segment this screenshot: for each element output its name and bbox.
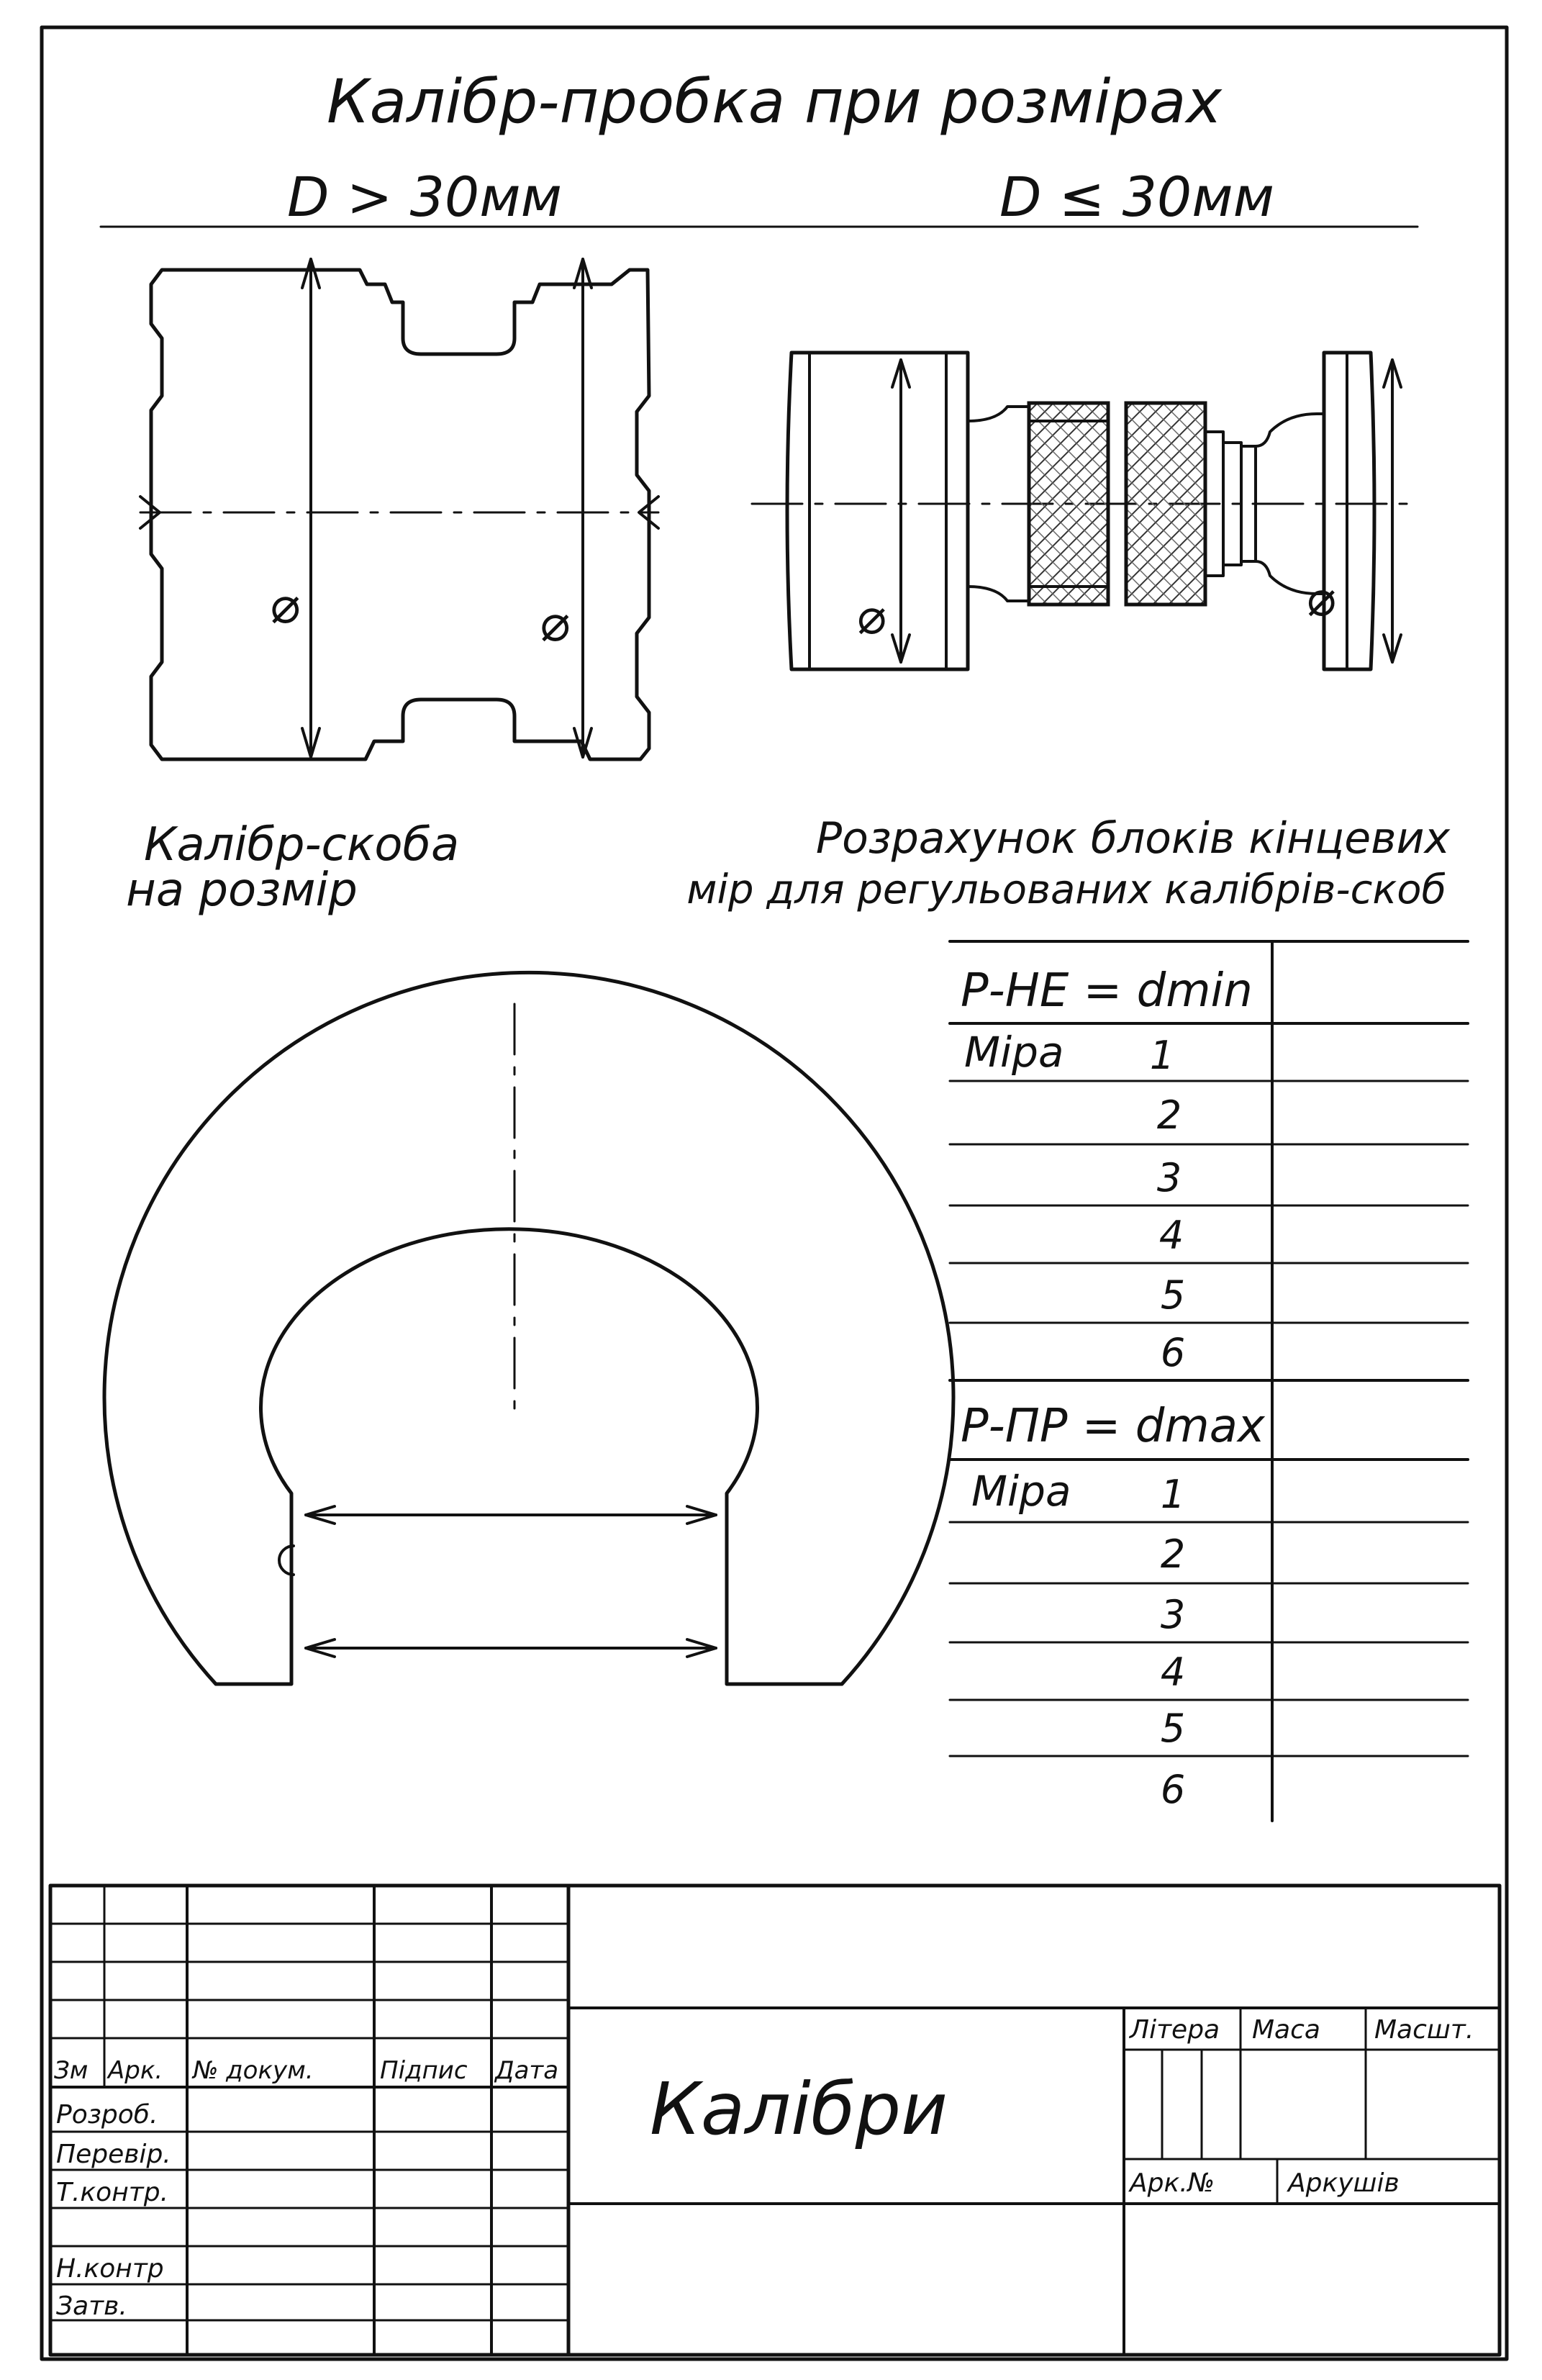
condition-left: D > 30мм: [287, 165, 562, 229]
calc-measure-label: Міра: [971, 1467, 1071, 1516]
diameter-symbol: ⌀: [539, 594, 569, 653]
diameter-symbol: ⌀: [856, 589, 886, 646]
snap-gauge-caption: Калібр-скоба: [144, 818, 459, 872]
diameter-symbol: ⌀: [1306, 571, 1335, 628]
calc-table: Р-НЕ = dmin Міра 1 2 3 4 5 6 Р-ПР = dmax…: [948, 940, 1469, 1822]
title-block-role: Перевір.: [56, 2140, 171, 2169]
plug-gauge-small-insert-right: [1124, 401, 1207, 607]
title-block-header: Підпис: [380, 2056, 468, 2085]
header-title: Калібр-пробка при розмірах: [327, 66, 1223, 137]
calc-row-number: 1: [1161, 1472, 1185, 1517]
calc-row-number: 1: [1150, 1033, 1174, 1078]
calc-row-number: 3: [1161, 1592, 1185, 1637]
title-block-role: Затв.: [56, 2291, 127, 2321]
plug-gauge-small-left-handle: [785, 350, 970, 671]
calc-measure-label: Міра: [964, 1028, 1064, 1077]
title-block-header: Зм: [54, 2056, 88, 2085]
plug-gauge-small-insert-left: [1027, 401, 1110, 607]
sheet-label: Арк.№: [1128, 2168, 1215, 2198]
calc-row-number: 5: [1161, 1272, 1185, 1318]
sheets-label: Аркушів: [1287, 2168, 1400, 2198]
scale-label: Масшт.: [1374, 2015, 1474, 2045]
calc-formula-max: Р-ПР = dmax: [961, 1400, 1266, 1453]
plug-gauge-large: ⌀ ⌀: [139, 258, 660, 761]
title-block-role: Розроб.: [56, 2100, 158, 2130]
snap-gauge-notch: [278, 1544, 295, 1576]
plug-gauge-small: ⌀ ⌀: [750, 350, 1412, 671]
title-block-role: Н.контр: [56, 2254, 164, 2284]
calc-row-number: 4: [1161, 1650, 1185, 1695]
title-block-header: № докум.: [191, 2056, 314, 2085]
drawing-title: Калібри: [650, 2067, 948, 2151]
calc-caption-2: мір для регульованих калібрів-скоб: [686, 867, 1446, 913]
calc-formula-min: Р-НЕ = dmin: [961, 964, 1253, 1018]
calc-row-number: 2: [1157, 1092, 1182, 1138]
title-block-role: Т.контр.: [56, 2178, 168, 2207]
plug-gauge-small-right-handle: [1322, 350, 1377, 671]
snap-gauge-caption-2: на розмір: [126, 864, 358, 917]
calc-row-number: 2: [1161, 1531, 1185, 1577]
mass-label: Маса: [1252, 2015, 1320, 2045]
diameter-symbol: ⌀: [269, 576, 299, 635]
calc-caption: Розрахунок блоків кінцевих: [816, 813, 1451, 864]
title-block-header: Дата: [494, 2056, 558, 2085]
title-block: Зм Арк. № докум. Підпис Дата Розроб. Пер…: [48, 1883, 1502, 2357]
calc-row-number: 5: [1161, 1706, 1185, 1751]
condition-right: D ≤ 30мм: [999, 165, 1274, 229]
calc-row-number: 6: [1161, 1330, 1185, 1375]
snap-gauge-outline: [102, 970, 956, 1686]
calc-row-number: 4: [1159, 1213, 1184, 1258]
plug-gauge-large-outline: [149, 268, 651, 761]
calc-row-number: 3: [1157, 1155, 1182, 1200]
calc-row-number: 6: [1161, 1767, 1185, 1812]
snap-gauge: [102, 970, 956, 1686]
title-block-header: Арк.: [106, 2056, 163, 2085]
litera-label: Літера: [1128, 2015, 1220, 2045]
sheet-frame: [40, 25, 1509, 2361]
